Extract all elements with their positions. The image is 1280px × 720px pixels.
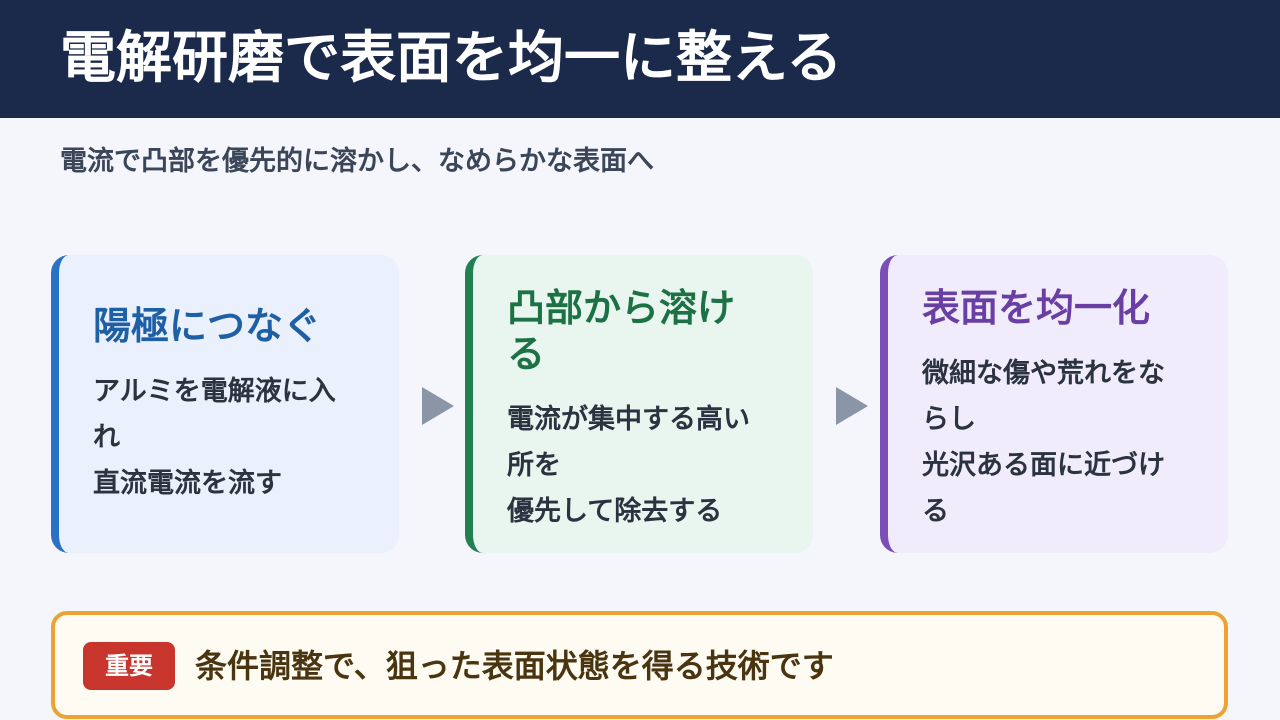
step-heading-line: る: [507, 332, 546, 376]
page-title: 電解研磨で表面を均一に整える: [60, 26, 843, 91]
step-description-line: 優先して除去する: [507, 496, 723, 527]
step-description-line: らし: [922, 404, 976, 435]
step-description-line: アルミを電解液に入: [93, 376, 336, 407]
step-heading: 陽極につなぐ: [93, 304, 322, 348]
step-description: アルミを電解液に入 れ 直流電流を流す: [93, 369, 369, 507]
arrow-right-icon: [422, 387, 454, 425]
step-card-dissolve: 凸部から溶け る 電流が集中する高い 所を 優先して除去する: [465, 255, 813, 553]
step-card-uniform: 表面を均一化 微細な傷や荒れをな らし 光沢ある面に近づけ る: [880, 255, 1228, 553]
page-subtitle: 電流で凸部を優先的に溶かし、なめらかな表面へ: [60, 146, 654, 177]
step-heading-line: 凸部から溶け: [507, 286, 736, 330]
step-description-line: 光沢ある面に近づけ: [922, 450, 1165, 481]
step-description: 電流が集中する高い 所を 優先して除去する: [507, 397, 783, 535]
step-card-anode: 陽極につなぐ アルミを電解液に入 れ 直流電流を流す: [51, 255, 399, 553]
step-description-line: 所を: [507, 450, 561, 481]
important-badge: 重要: [83, 642, 175, 690]
important-note-text: 条件調整で、狙った表面状態を得る技術です: [195, 647, 834, 685]
header-bar: 電解研磨で表面を均一に整える: [0, 0, 1280, 118]
step-description-line: る: [922, 496, 949, 527]
step-heading: 表面を均一化: [922, 286, 1151, 330]
step-description: 微細な傷や荒れをな らし 光沢ある面に近づけ る: [922, 351, 1198, 535]
step-heading: 凸部から溶け る: [507, 285, 783, 377]
step-description-line: 直流電流を流す: [93, 468, 282, 499]
important-note: 重要 条件調整で、狙った表面状態を得る技術です: [51, 611, 1228, 719]
step-description-line: 電流が集中する高い: [507, 404, 750, 435]
step-description-line: 微細な傷や荒れをな: [922, 358, 1165, 389]
arrow-right-icon: [836, 387, 868, 425]
step-description-line: れ: [93, 422, 120, 453]
